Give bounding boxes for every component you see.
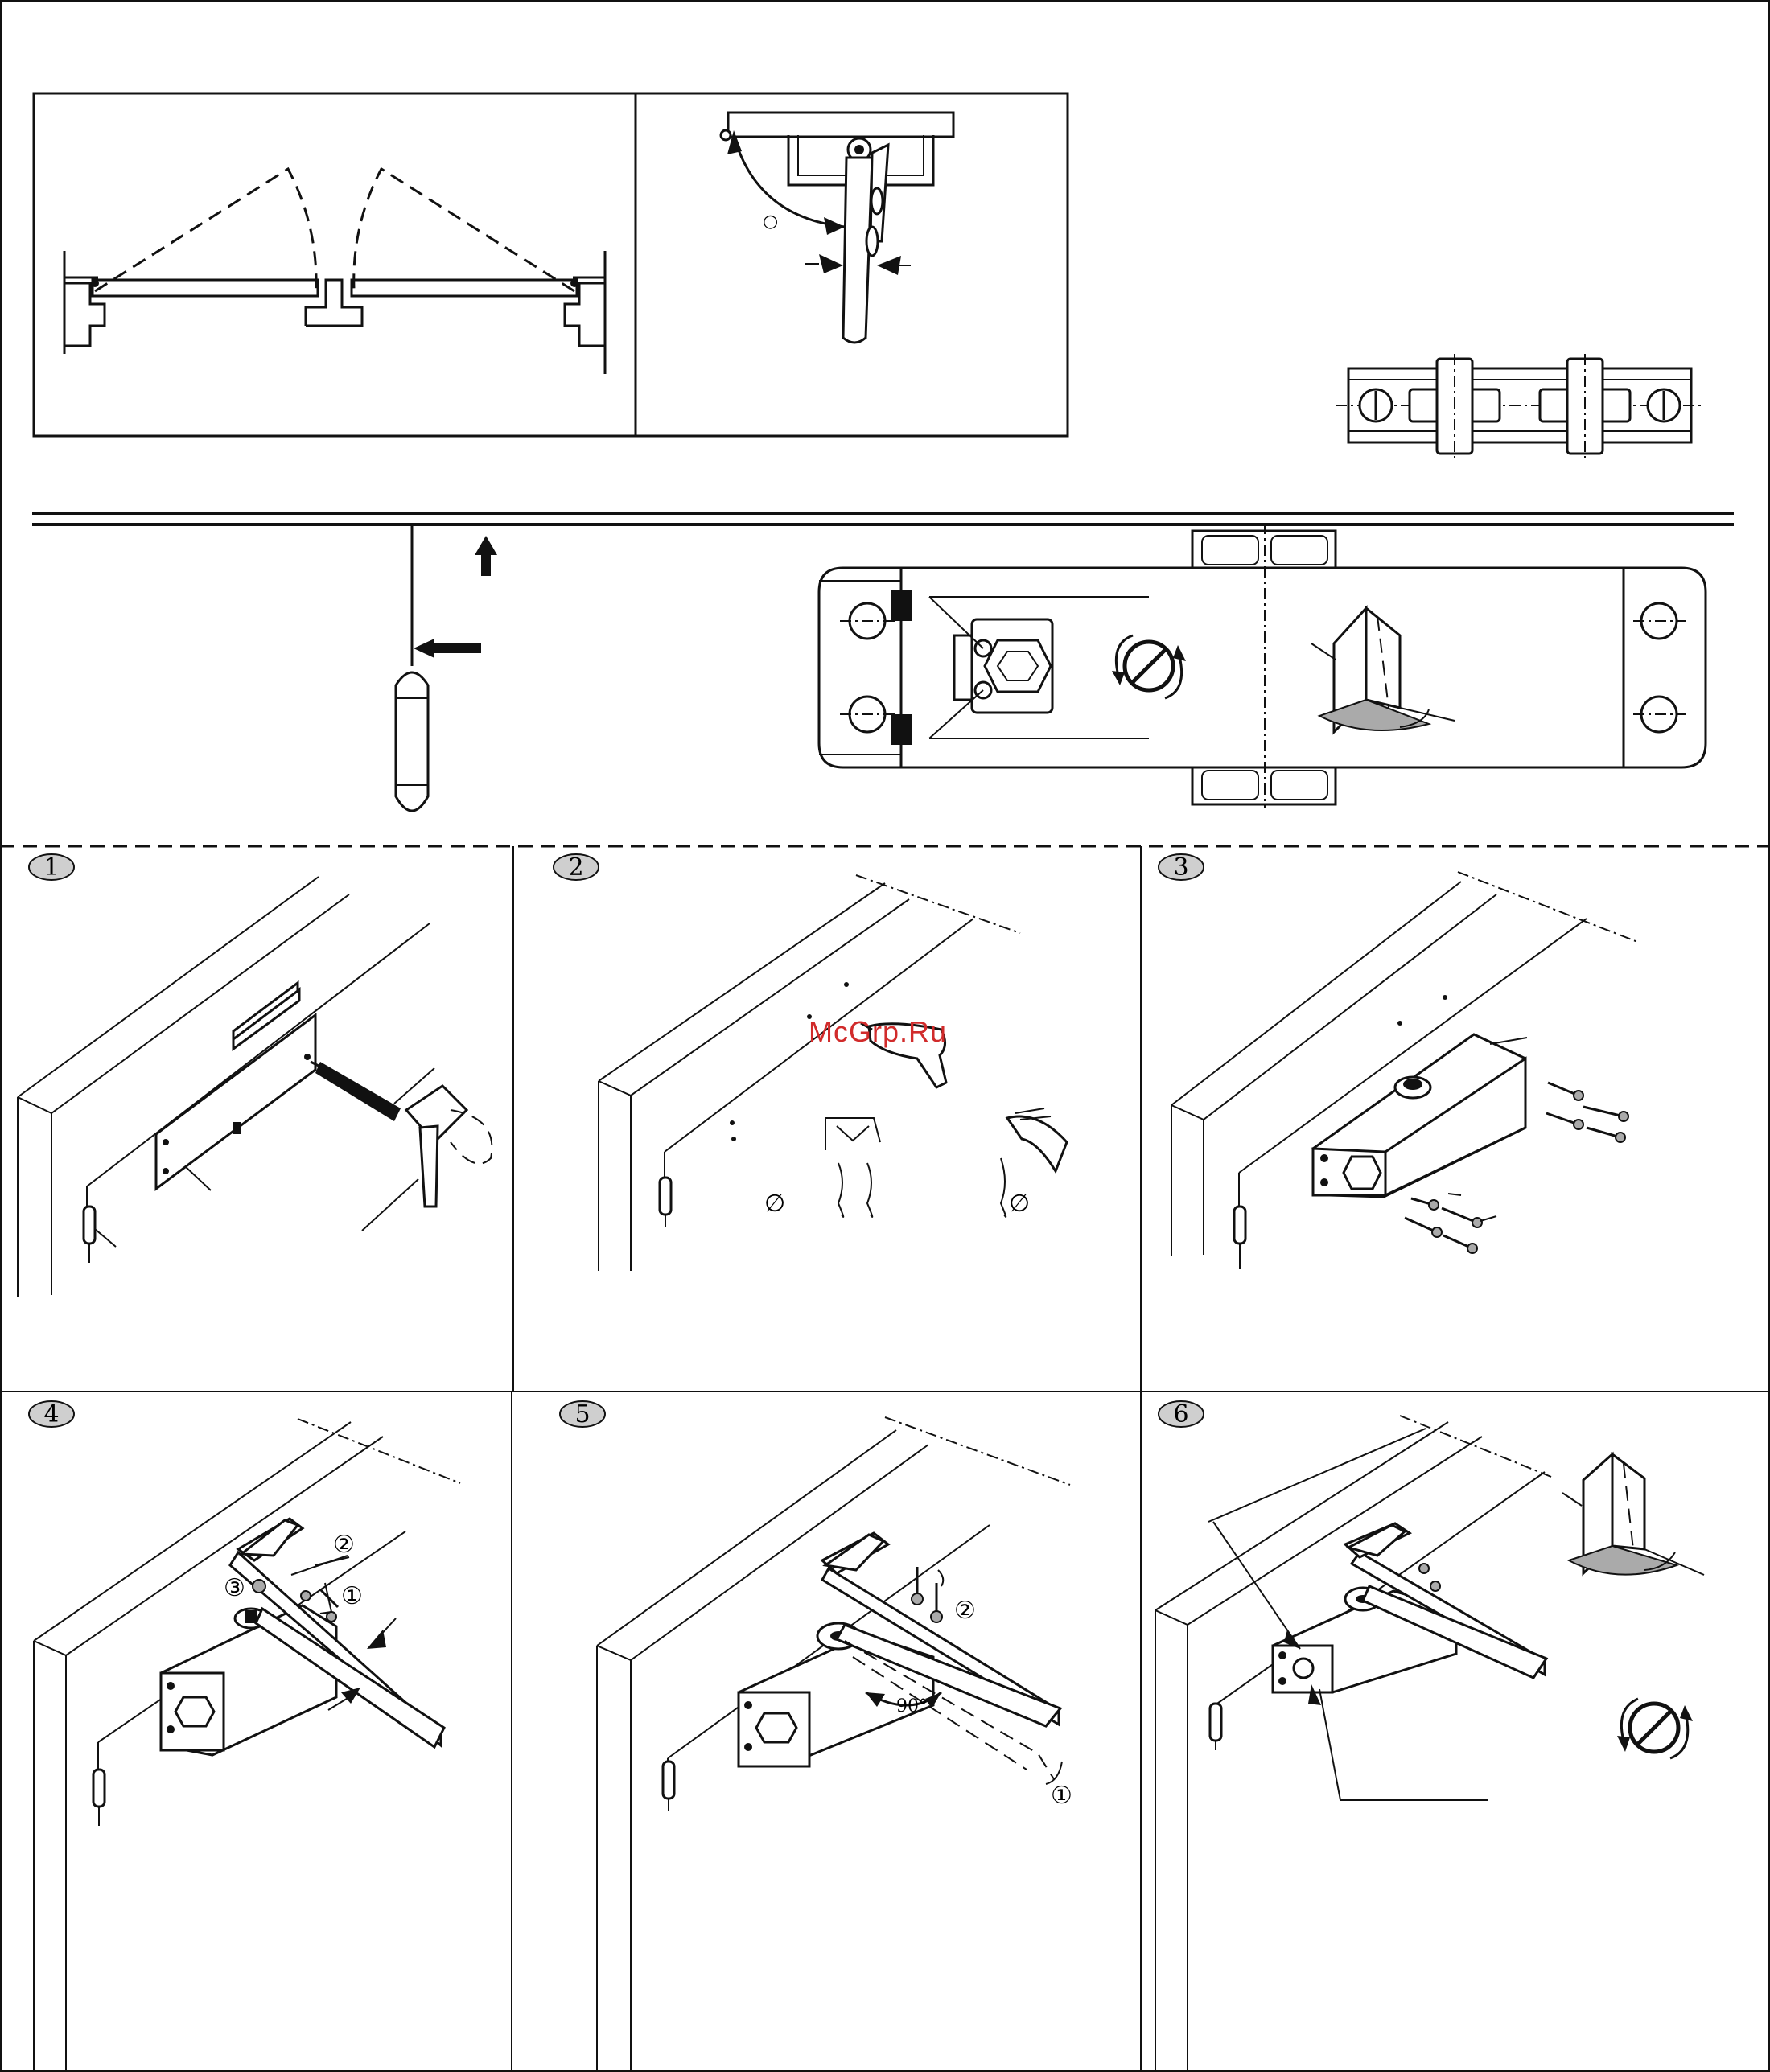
step-1-illustration xyxy=(18,877,492,1297)
svg-text:6: 6 xyxy=(1173,1400,1188,1429)
step-1-badge: 1 xyxy=(29,853,74,882)
svg-text:5: 5 xyxy=(574,1400,590,1429)
drill-diameter-symbol: ∅ xyxy=(764,1190,785,1218)
step-5-illustration: 90° ② ① xyxy=(597,1417,1072,2072)
svg-text:4: 4 xyxy=(43,1400,59,1429)
sequence-mark-2: ② xyxy=(954,1597,976,1625)
step-2-illustration: ∅ ∅ xyxy=(599,875,1067,1271)
watermark-text: McGrp.Ru xyxy=(809,1015,947,1049)
step-5-badge: 5 xyxy=(560,1400,605,1429)
step-3-badge: 3 xyxy=(1159,853,1204,882)
step-6-badge: 6 xyxy=(1159,1400,1204,1429)
sequence-mark-1: ① xyxy=(1051,1782,1072,1810)
door-swing-diagram xyxy=(34,93,1068,436)
angle-placeholder-symbol: ○ xyxy=(763,212,778,232)
svg-text:1: 1 xyxy=(43,853,59,882)
step-6-illustration xyxy=(1155,1416,1704,2072)
step-2-badge: 2 xyxy=(554,853,599,882)
sequence-mark-1: ① xyxy=(341,1582,363,1610)
step-4-badge: 4 xyxy=(29,1400,74,1429)
angle-90-label: 90° xyxy=(896,1696,928,1716)
drill-diameter-symbol: ∅ xyxy=(1009,1190,1030,1218)
sequence-mark-2: ② xyxy=(333,1531,355,1559)
sequence-mark-3: ③ xyxy=(224,1574,245,1602)
arm-angle-diagram: ○ xyxy=(721,113,953,343)
step-4-illustration: ② ① ③ xyxy=(34,1419,460,2072)
svg-text:2: 2 xyxy=(568,853,583,882)
svg-text:3: 3 xyxy=(1173,853,1188,882)
mounting-plate-diagram xyxy=(1336,354,1702,458)
closer-body-top-view xyxy=(819,523,1706,808)
step-3-illustration xyxy=(1171,872,1640,1269)
